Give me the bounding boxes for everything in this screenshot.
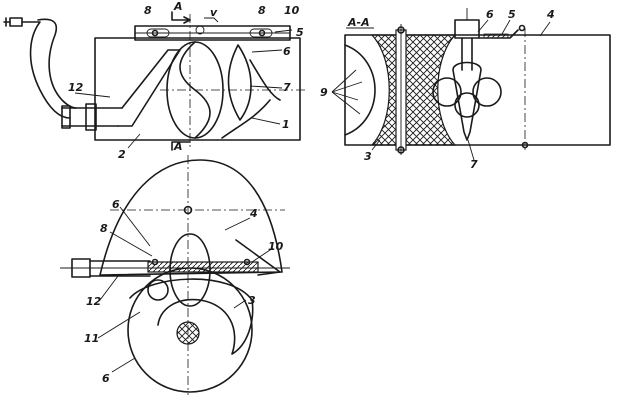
label-6-section: 6 (486, 8, 494, 21)
label-10: 10 (284, 4, 300, 17)
label-5-section: 5 (508, 8, 516, 21)
label-section-a-bottom: A (173, 140, 183, 153)
plan-view: 6 8 4 10 12 3 11 6 (60, 155, 290, 395)
rotor-blade (452, 61, 482, 141)
rotor-stem (461, 37, 473, 71)
label-2: 2 (118, 148, 126, 161)
filter-material (370, 34, 457, 146)
section-arrow-top (171, 11, 191, 21)
label-8-plan: 8 (100, 222, 108, 235)
inlet-pipe (61, 107, 123, 127)
label-8-right: 8 (258, 4, 266, 17)
plan-pipe-end (71, 258, 91, 278)
label-3-section: 3 (364, 150, 372, 163)
label-3-plan: 3 (248, 294, 256, 307)
label-12: 12 (68, 81, 84, 94)
label-4-section: 4 (546, 8, 555, 21)
plan-mounting-bar (147, 261, 259, 273)
front-view: 8 A v 8 10 5 6 7 1 12 2 A (3, 0, 305, 161)
front-body-outline (94, 37, 301, 141)
center-hub (176, 321, 200, 345)
section-body-outline (344, 34, 611, 146)
label-b-plan: 6 (102, 372, 110, 385)
label-11-plan: 11 (84, 332, 99, 345)
label-9: 9 (320, 86, 328, 99)
label-section-a-top: A (173, 0, 183, 13)
section-arrow-bottom (171, 141, 191, 151)
label-5: 5 (296, 26, 304, 39)
tank-outer (127, 267, 253, 393)
plan-rotor-blade (169, 233, 211, 307)
label-v: v (210, 6, 218, 19)
label-1: 1 (282, 118, 290, 131)
label-7: 7 (283, 81, 291, 94)
label-6: 6 (283, 45, 291, 58)
label-12-plan: 12 (86, 295, 102, 308)
label-4-plan: 4 (249, 207, 258, 220)
section-title: A-A (347, 16, 370, 29)
label-7-section: 7 (470, 158, 478, 171)
label-10-plan: 10 (268, 240, 284, 253)
feed-pipe-outer (21, 21, 71, 119)
tank-inner-wall (129, 278, 254, 355)
label-8-left: 8 (144, 4, 152, 17)
left-cavity (344, 44, 376, 136)
section-a-a-view: A-A 9 3 (320, 8, 611, 171)
label-6-plan: 6 (112, 198, 120, 211)
